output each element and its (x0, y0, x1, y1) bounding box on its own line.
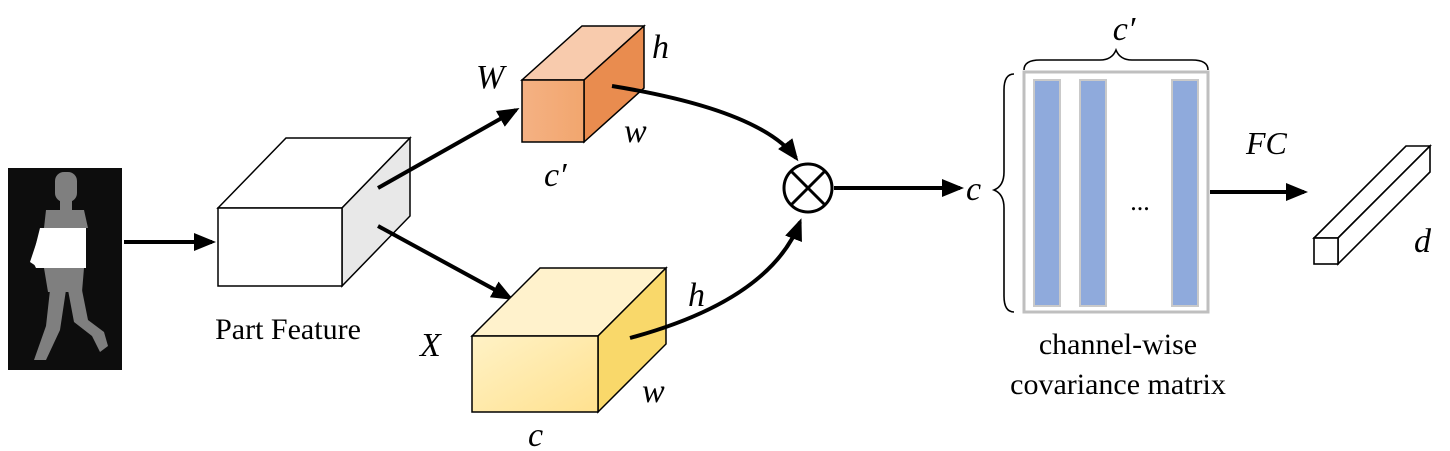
walking-person-mask-icon (8, 168, 122, 370)
X-label: X (418, 327, 442, 364)
arrow-W-to-multiply (611, 84, 799, 162)
matrix-column-2 (1079, 79, 1107, 307)
arrow-part-to-X (377, 224, 514, 300)
matrix-c-label: c (966, 171, 981, 208)
arrow-part-to-W (377, 108, 520, 190)
covariance-matrix (1022, 70, 1210, 314)
X-c-label: c (528, 417, 543, 451)
matrix-c-prime-label: c′ (1113, 11, 1136, 48)
circled-times-icon (782, 162, 834, 214)
matrix-column-last (1171, 79, 1199, 307)
matrix-ellipsis: ... (1130, 187, 1150, 216)
matrix-caption-line2: covariance matrix (1010, 368, 1226, 401)
matrix-caption-line1: channel-wise (1039, 328, 1197, 361)
part-feature-block (216, 136, 412, 288)
fc-label: FC (1245, 125, 1288, 161)
X-h-label: h (688, 277, 705, 314)
W-c-prime-label: c′ (544, 157, 567, 194)
W-label: W (476, 59, 507, 96)
W-feature-block (520, 24, 646, 144)
W-h-label: h (652, 29, 669, 66)
matrix-column-1 (1033, 79, 1061, 307)
W-w-label: w (624, 113, 647, 150)
X-feature-block (470, 266, 668, 414)
matrix-left-brace (991, 73, 1015, 313)
matrix-top-brace (1023, 47, 1209, 71)
X-w-label: w (642, 373, 665, 410)
part-feature-label: Part Feature (215, 313, 361, 346)
arrow-X-to-multiply (629, 218, 802, 340)
d-label: d (1414, 223, 1432, 260)
output-vector-block (1312, 144, 1432, 266)
